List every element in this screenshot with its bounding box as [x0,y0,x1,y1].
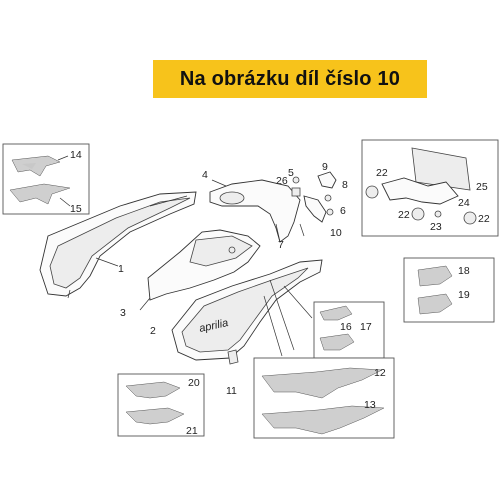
part-11-clip [227,349,239,365]
part-24-bracket [381,177,459,205]
callout-17: 17 [360,321,372,333]
tail-cover-opening [219,191,245,205]
decal-part-20 [125,381,181,399]
callout-22-center: 22 [398,209,410,221]
side-panel-inner [49,197,191,289]
callout-18: 18 [458,265,470,277]
callout-9: 9 [322,161,328,173]
callout-19: 19 [458,289,470,301]
callout-11: 11 [226,385,237,397]
part-8-nut [324,194,332,202]
callout-5: 5 [288,167,294,179]
part-2-right-side-panel: aprilia [171,259,323,365]
callout-box-20-21 [117,373,205,437]
callout-25: 25 [476,181,488,193]
decal-part-16 [319,305,353,321]
callout-box-22-25 [361,139,499,237]
highlight-banner: Na obrázku díl číslo 10 [153,60,427,98]
decal-part-15 [9,183,71,205]
callout-10: 10 [330,227,342,239]
leader-line [211,179,227,187]
callout-7: 7 [278,239,284,251]
part-23-nut [434,210,442,218]
callout-6: 6 [340,205,346,217]
callout-23: 23 [430,221,442,233]
part-22-reflector-left [365,185,379,199]
callout-1: 1 [118,263,124,275]
part-25-plate-holder [411,147,471,191]
callout-2: 2 [150,325,156,337]
bracket-hardware-group [275,171,337,243]
callout-labels: 14 15 1 4 5 26 9 8 6 10 7 22 22 22 23 24… [70,149,490,437]
callout-15: 15 [70,203,82,215]
part-22-reflector-center [411,207,425,221]
leader-line [95,257,119,267]
part-1-left-side-panel [39,191,197,299]
leader-line [275,223,281,243]
callout-21: 21 [186,425,198,437]
callout-12: 12 [374,367,386,379]
leader-line [263,295,283,357]
callout-16: 16 [340,321,352,333]
callout-4: 4 [202,169,208,181]
banner-text: Na obrázku díl číslo 10 [179,67,401,90]
leader-line [269,279,295,351]
callout-box-14-15 [2,143,90,215]
part-10-bracket [303,195,327,223]
decal-part-13 [261,405,385,435]
callout-box-frame [403,257,495,323]
callout-13: 13 [364,399,376,411]
leader-line [67,289,71,299]
callout-box-16-17 [313,301,385,359]
callout-20: 20 [188,377,200,389]
part-22-reflector-right [463,211,477,225]
leader-line [57,155,69,161]
part-26-bolt [291,187,301,197]
part-9-clip [317,171,337,189]
decal-part-14 [11,155,61,177]
callout-box-12-13 [253,357,395,439]
part-6-washer [326,208,334,216]
leader-line [139,297,151,311]
right-panel-inner [181,267,309,353]
callout-22-left: 22 [376,167,388,179]
inner-frame-detail [189,235,253,267]
leader-line [283,285,313,319]
callout-22-right: 22 [478,213,490,225]
decal-part-21 [125,407,185,425]
decal-part-18 [417,265,453,287]
brand-logo-text: aprilia [198,317,229,335]
frame-fastener [228,246,236,254]
part-5-screw [292,176,300,184]
decal-part-19 [417,293,453,315]
callout-3: 3 [120,307,126,319]
callout-8: 8 [342,179,348,191]
callout-box-18-19 [403,257,495,323]
decal-shading [22,163,36,169]
part-3-inner-frame [139,229,261,311]
leader-line [59,197,71,207]
panel-edge [149,195,188,207]
callout-26: 26 [276,175,288,187]
leader-line [299,223,305,237]
callout-24: 24 [458,197,470,209]
decal-part-17 [319,333,355,351]
decal-part-12 [261,367,383,399]
callout-14: 14 [70,149,82,161]
